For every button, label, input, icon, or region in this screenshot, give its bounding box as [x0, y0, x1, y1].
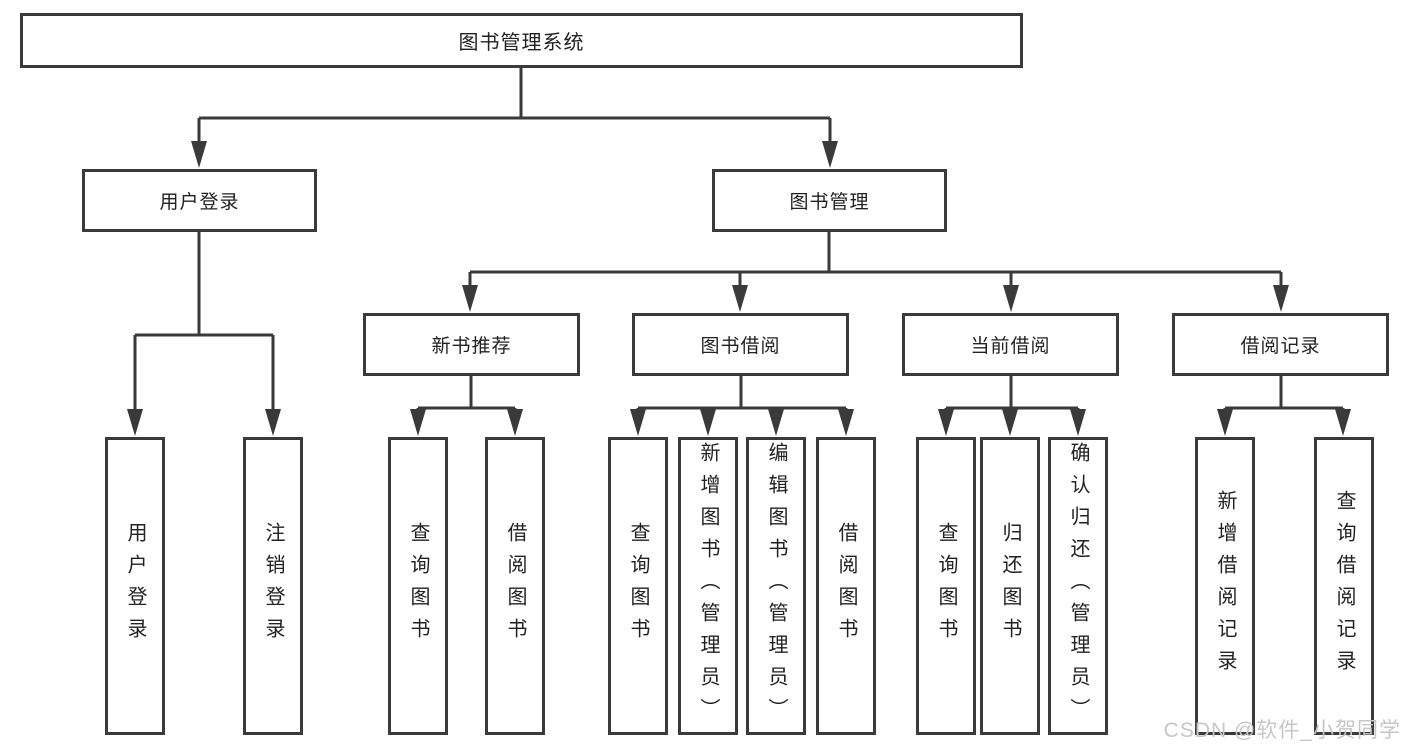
leaf-borrow-books-2: 借阅图书 [816, 437, 876, 735]
node-label: 用户登录 [159, 192, 240, 213]
node-borrowing-records: 借阅记录 [1172, 313, 1389, 376]
node-book-borrowing: 图书借阅 [632, 313, 849, 376]
leaf-user-login: 用户登录 [105, 437, 165, 735]
node-label: 当前借阅 [970, 336, 1051, 357]
leaf-label: 确认归还（管理员） [1067, 442, 1089, 730]
csdn-watermark: CSDN @软件_小贺同学 [1163, 719, 1401, 742]
leaf-confirm-return-admin: 确认归还（管理员） [1048, 437, 1108, 735]
leaf-label: 查询图书 [407, 522, 429, 650]
node-book-management: 图书管理 [712, 169, 947, 232]
leaf-label: 查询图书 [935, 522, 957, 650]
leaf-return-book: 归还图书 [980, 437, 1040, 735]
leaf-label: 查询图书 [627, 522, 649, 650]
leaf-label: 用户登录 [124, 522, 146, 650]
leaf-add-book-admin: 新增图书（管理员） [678, 437, 738, 735]
node-label: 借阅记录 [1240, 336, 1321, 357]
leaf-label: 新增图书（管理员） [697, 442, 719, 730]
node-new-book-recommend: 新书推荐 [363, 313, 580, 376]
node-current-borrowing: 当前借阅 [902, 313, 1119, 376]
node-label: 新书推荐 [431, 336, 512, 357]
leaf-label: 编辑图书（管理员） [765, 442, 787, 730]
node-label: 图书管理系统 [458, 32, 585, 54]
node-root-library-management-system: 图书管理系统 [20, 13, 1023, 68]
leaf-label: 借阅图书 [835, 522, 857, 650]
leaf-label: 查询借阅记录 [1333, 490, 1355, 682]
leaf-label: 借阅图书 [504, 522, 526, 650]
leaf-query-books-3: 查询图书 [916, 437, 976, 735]
node-label: 图书管理 [789, 192, 870, 213]
leaf-query-borrow-record: 查询借阅记录 [1314, 437, 1374, 735]
leaf-logout: 注销登录 [243, 437, 303, 735]
node-label: 图书借阅 [700, 336, 781, 357]
leaf-label: 注销登录 [262, 522, 284, 650]
leaf-query-books-1: 查询图书 [388, 437, 448, 735]
leaf-add-borrow-record: 新增借阅记录 [1195, 437, 1255, 735]
node-user-login: 用户登录 [82, 169, 317, 232]
leaf-edit-book-admin: 编辑图书（管理员） [746, 437, 806, 735]
leaf-query-books-2: 查询图书 [608, 437, 668, 735]
leaf-borrow-books-1: 借阅图书 [485, 437, 545, 735]
leaf-label: 新增借阅记录 [1214, 490, 1236, 682]
leaf-label: 归还图书 [999, 522, 1021, 650]
